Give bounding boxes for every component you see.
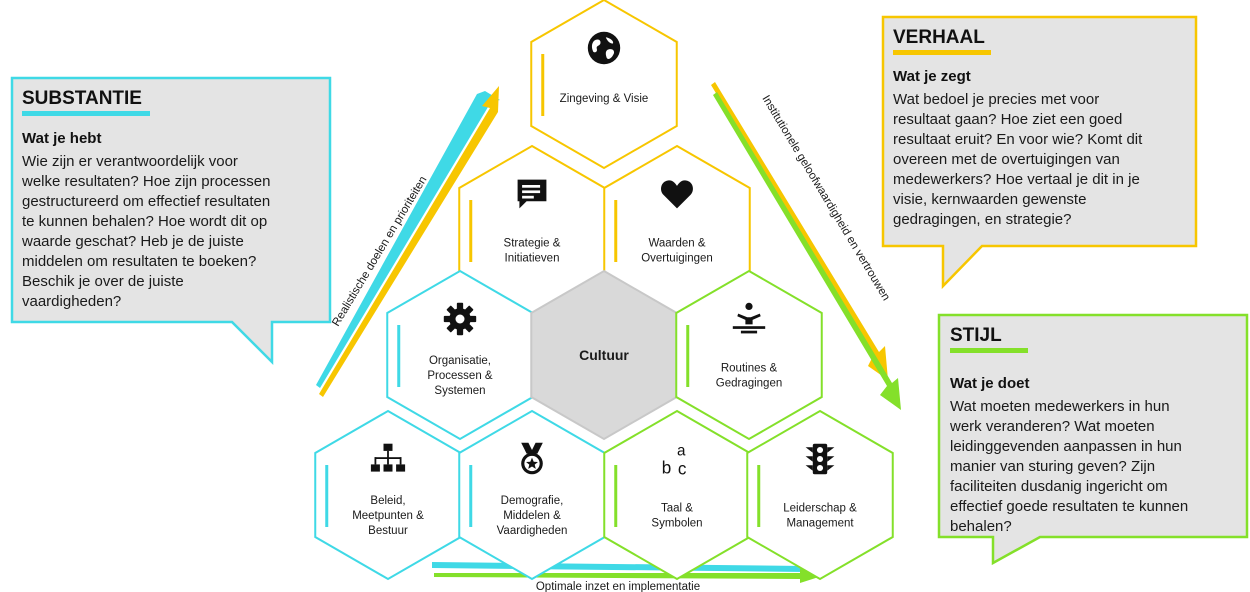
- hex-strategie-label-1: Initiatieven: [505, 253, 560, 265]
- hex-waarden-label-1: Overtuigingen: [641, 253, 713, 265]
- hex-zingeving: Zingeving & Visie: [530, 0, 678, 170]
- hex-beleid: Beleid, Meetpunten & Bestuur: [314, 409, 462, 581]
- callout-substantie-underline: [22, 111, 150, 116]
- hex-routines-shape: [675, 269, 823, 441]
- callout-substantie-subtitle: Wat je hebt: [22, 130, 101, 147]
- hex-taal: Taal & Symbolen: [603, 409, 751, 581]
- hex-beleid-accent: [325, 465, 329, 527]
- hex-waarden-label-0: Waarden &: [648, 238, 705, 250]
- hex-routines-accent: [686, 325, 690, 387]
- hex-leiderschap-label-1: Management: [786, 518, 854, 530]
- callout-substantie-text: Wie zijn er verantwoordelijk voor welke …: [21, 153, 275, 310]
- hex-beleid-label-2: Bestuur: [368, 525, 408, 537]
- hex-leiderschap-label-0: Leiderschap &: [783, 503, 857, 515]
- hex-leiderschap-shape: [746, 409, 894, 581]
- arrow-left-yellow: [319, 86, 499, 397]
- hex-organisatie-accent: [397, 325, 401, 387]
- hex-zingeving-label-0: Zingeving & Visie: [560, 93, 649, 105]
- hex-routines-label-0: Routines &: [721, 363, 778, 375]
- gear-icon: [443, 302, 477, 336]
- callout-verhaal-text: Wat bedoel je precies met voor resultaat…: [893, 91, 1146, 228]
- hex-leiderschap: Leiderschap & Management: [746, 409, 894, 581]
- hex-organisatie: Organisatie, Processen & Systemen: [386, 269, 534, 441]
- arrow-right-green: [713, 92, 901, 410]
- hex-taal-label-0: Taal &: [661, 503, 693, 515]
- arrow-bottom-green: [434, 569, 822, 583]
- callout-stijl-underline: [950, 348, 1028, 353]
- arrow-bottom-label: Optimale inzet en implementatie: [536, 581, 700, 592]
- arrow-left-cyan: [316, 91, 500, 388]
- callout-substantie-box: [10, 76, 332, 366]
- callout-substantie-title: SUBSTANTIE: [22, 88, 142, 109]
- callout-verhaal-title: VERHAAL: [893, 27, 985, 48]
- hex-taal-shape: [603, 409, 751, 581]
- hex-organisatie-label-2: Systemen: [434, 385, 485, 397]
- hex-demografie-accent: [469, 465, 473, 527]
- hex-routines-label-1: Gedragingen: [716, 378, 783, 390]
- callout-stijl-subtitle: Wat je doet: [950, 375, 1029, 392]
- callout-verhaal-underline: [893, 50, 991, 55]
- hex-strategie: Strategie & Initiatieven: [458, 144, 606, 316]
- hex-taal-accent: [614, 465, 618, 527]
- hex-demografie-label-1: Middelen &: [503, 510, 561, 522]
- callout-verhaal: VERHAAL Wat je zegt Wat bedoel je precie…: [881, 15, 1198, 290]
- globe-icon: [587, 31, 621, 65]
- callout-verhaal-subtitle: Wat je zegt: [893, 68, 971, 85]
- hex-zingeving-shape: [530, 0, 678, 170]
- hex-beleid-label-0: Beleid,: [370, 495, 405, 507]
- arrow-bottom-cyan: [432, 562, 805, 572]
- callout-substantie: SUBSTANTIE Wat je hebt Wie zijn er veran…: [10, 76, 332, 366]
- hex-leiderschap-accent: [757, 465, 761, 527]
- hex-demografie: Demografie, Middelen & Vaardigheden: [458, 409, 606, 581]
- hex-organisatie-label-1: Processen &: [427, 370, 493, 382]
- callout-stijl-box: [937, 313, 1249, 566]
- hex-strategie-accent: [469, 200, 473, 262]
- hex-beleid-label-1: Meetpunten &: [352, 510, 424, 522]
- callout-verhaal-box: [881, 15, 1198, 290]
- hex-zingeving-accent: [541, 54, 545, 116]
- callout-stijl: STIJL Wat je doet Wat moeten medewerkers…: [937, 313, 1249, 566]
- hex-strategie-label-0: Strategie &: [504, 238, 561, 250]
- hex-waarden-accent: [614, 200, 618, 262]
- hex-demografie-label-2: Vaardigheden: [497, 525, 568, 537]
- hex-cultuur-label-0: Cultuur: [579, 347, 629, 363]
- hex-demografie-label-0: Demografie,: [501, 495, 564, 507]
- hex-routines: Routines & Gedragingen: [675, 269, 823, 441]
- arrow-bottom: Optimale inzet en implementatie: [432, 562, 822, 592]
- callout-stijl-title: STIJL: [950, 325, 1002, 346]
- hex-taal-label-1: Symbolen: [651, 518, 702, 530]
- hex-organisatie-label-0: Organisatie,: [429, 355, 491, 367]
- callout-stijl-text: Wat moeten medewerkers in hun werk veran…: [949, 398, 1192, 535]
